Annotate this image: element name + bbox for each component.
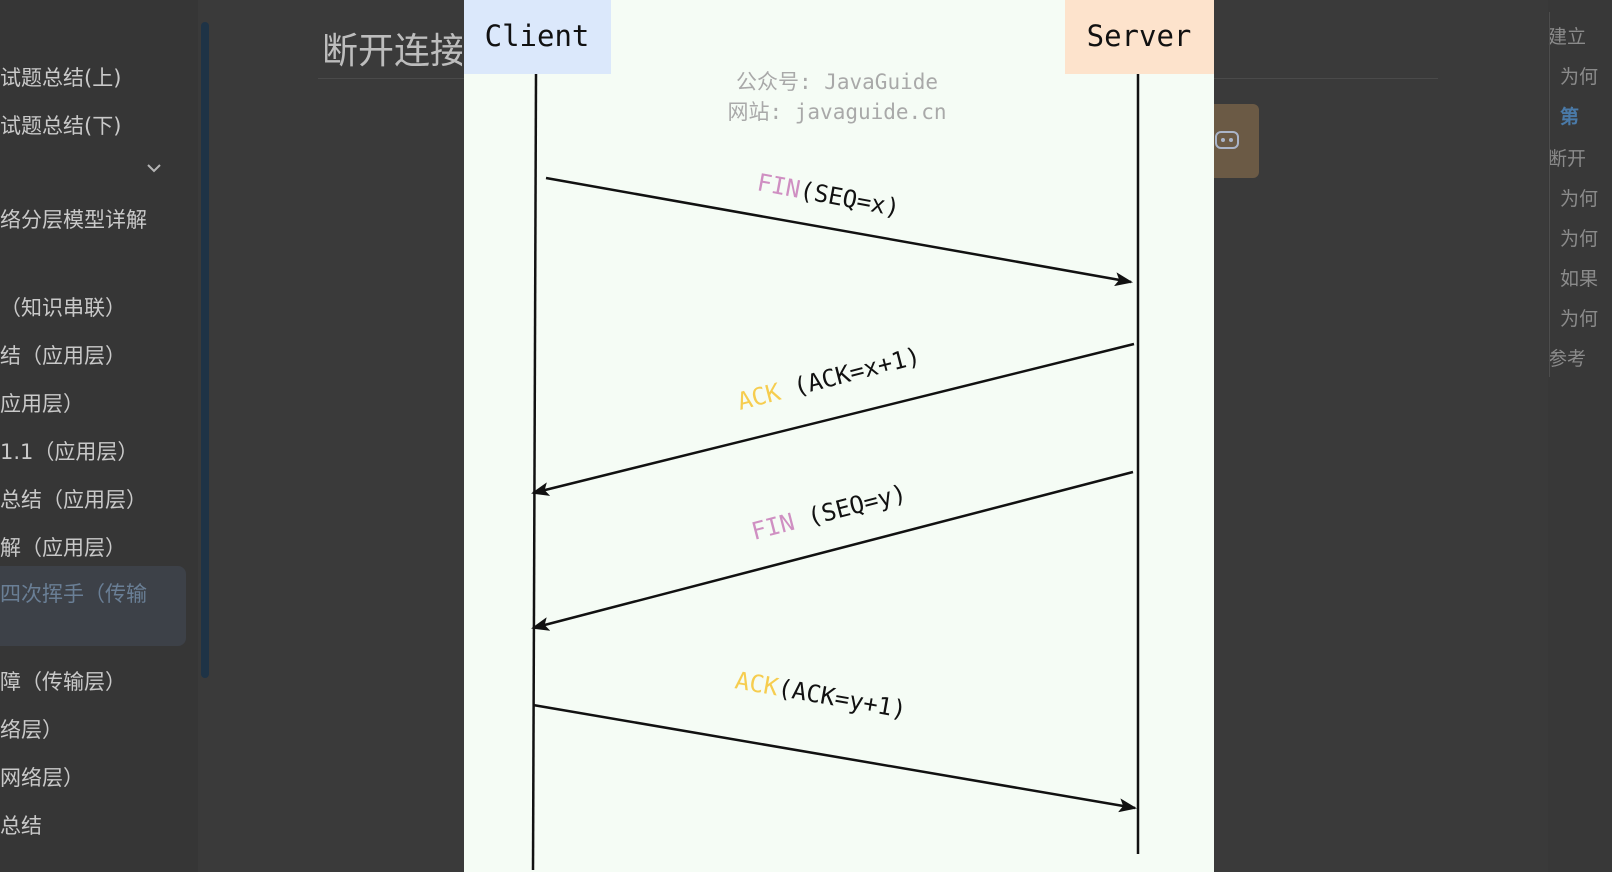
message-param-1: (SEQ=x) [798,176,903,222]
message-arrow-2 [531,342,1135,496]
client-label: Client [485,19,590,53]
sidebar-item[interactable]: 网络层） [0,766,84,790]
sidebar-item[interactable]: 总结 [0,814,42,838]
toc-divider [1549,12,1550,377]
message-keyword-2: ACK [734,378,784,416]
toc-item[interactable]: 建立 [1548,26,1587,48]
message-label-2: ACK (ACK=x+1) [734,342,923,416]
toc-item[interactable]: 参考 [1548,348,1587,370]
sidebar-item[interactable]: 试题总结(上) [0,66,122,90]
message-param-2: (ACK=x+1) [776,342,923,405]
sidebar-scrollbar[interactable] [201,22,209,678]
chevron-down-icon[interactable] [146,160,162,176]
message-keyword-1: FIN [755,168,803,203]
server-header [1065,0,1214,74]
message-keyword-4: ACK [733,666,781,701]
toc-item[interactable]: 断开 [1548,148,1587,170]
sidebar-nav: 四次挥手（传输 试题总结(上) 试题总结(下) 络分层模型详解 （知识串联） 结（应用层… [0,0,198,872]
sidebar-item[interactable]: 总结（应用层） [0,488,147,512]
sidebar-item[interactable]: 解（应用层） [0,536,126,560]
sidebar-item[interactable]: （知识串联） [0,296,126,320]
sidebar-item[interactable]: 络层） [0,718,63,742]
toc-item[interactable]: 第 [1560,106,1580,128]
message-param-4: (ACK=y+1) [776,674,909,724]
watermark-line-1: 公众号: JavaGuide [736,70,938,94]
server-label: Server [1087,19,1192,53]
watermark-line-2: 网站: javaguide.cn [727,100,946,124]
toc-item[interactable]: 为何 [1560,188,1599,210]
sidebar-item[interactable]: 障（传输层） [0,670,126,694]
message-param-3: (SEQ=y) [790,479,909,535]
tcp-four-way-handshake-diagram: Client Server 公众号: JavaGuide 网站: javagui… [464,0,1214,871]
message-arrow-1 [545,176,1133,287]
toc-item[interactable]: 为何 [1560,308,1599,330]
image-viewer: Client Server 公众号: JavaGuide 网站: javagui… [464,0,1214,872]
message-keyword-3: FIN [748,508,797,546]
page-title: 断开连接 [322,31,462,72]
table-of-contents: 建立为何第断开为何为何如果为何参考 [1548,0,1612,872]
sidebar-item[interactable]: 结（应用层） [0,344,126,368]
client-header [464,0,611,74]
sidebar-item[interactable]: 试题总结(下) [0,114,122,138]
assistant-icon [1213,126,1241,160]
sidebar-item-active[interactable]: 四次挥手（传输 [0,566,186,646]
toc-item[interactable]: 为何 [1560,228,1599,250]
sidebar-item[interactable]: 应用层） [0,392,84,416]
message-arrow-4 [532,703,1137,813]
message-label-1: FIN(SEQ=x) [755,168,902,222]
message-label-4: ACK(ACK=y+1) [733,666,909,724]
client-lifeline [531,73,538,871]
message-arrow-3 [531,470,1134,631]
sidebar-item[interactable]: 1.1（应用层） [0,440,139,464]
toc-item[interactable]: 为何 [1560,66,1599,88]
sidebar-item[interactable]: 络分层模型详解 [0,208,147,232]
sidebar-item-label: 四次挥手（传输 [0,582,147,606]
toc-item[interactable]: 如果 [1560,268,1599,290]
